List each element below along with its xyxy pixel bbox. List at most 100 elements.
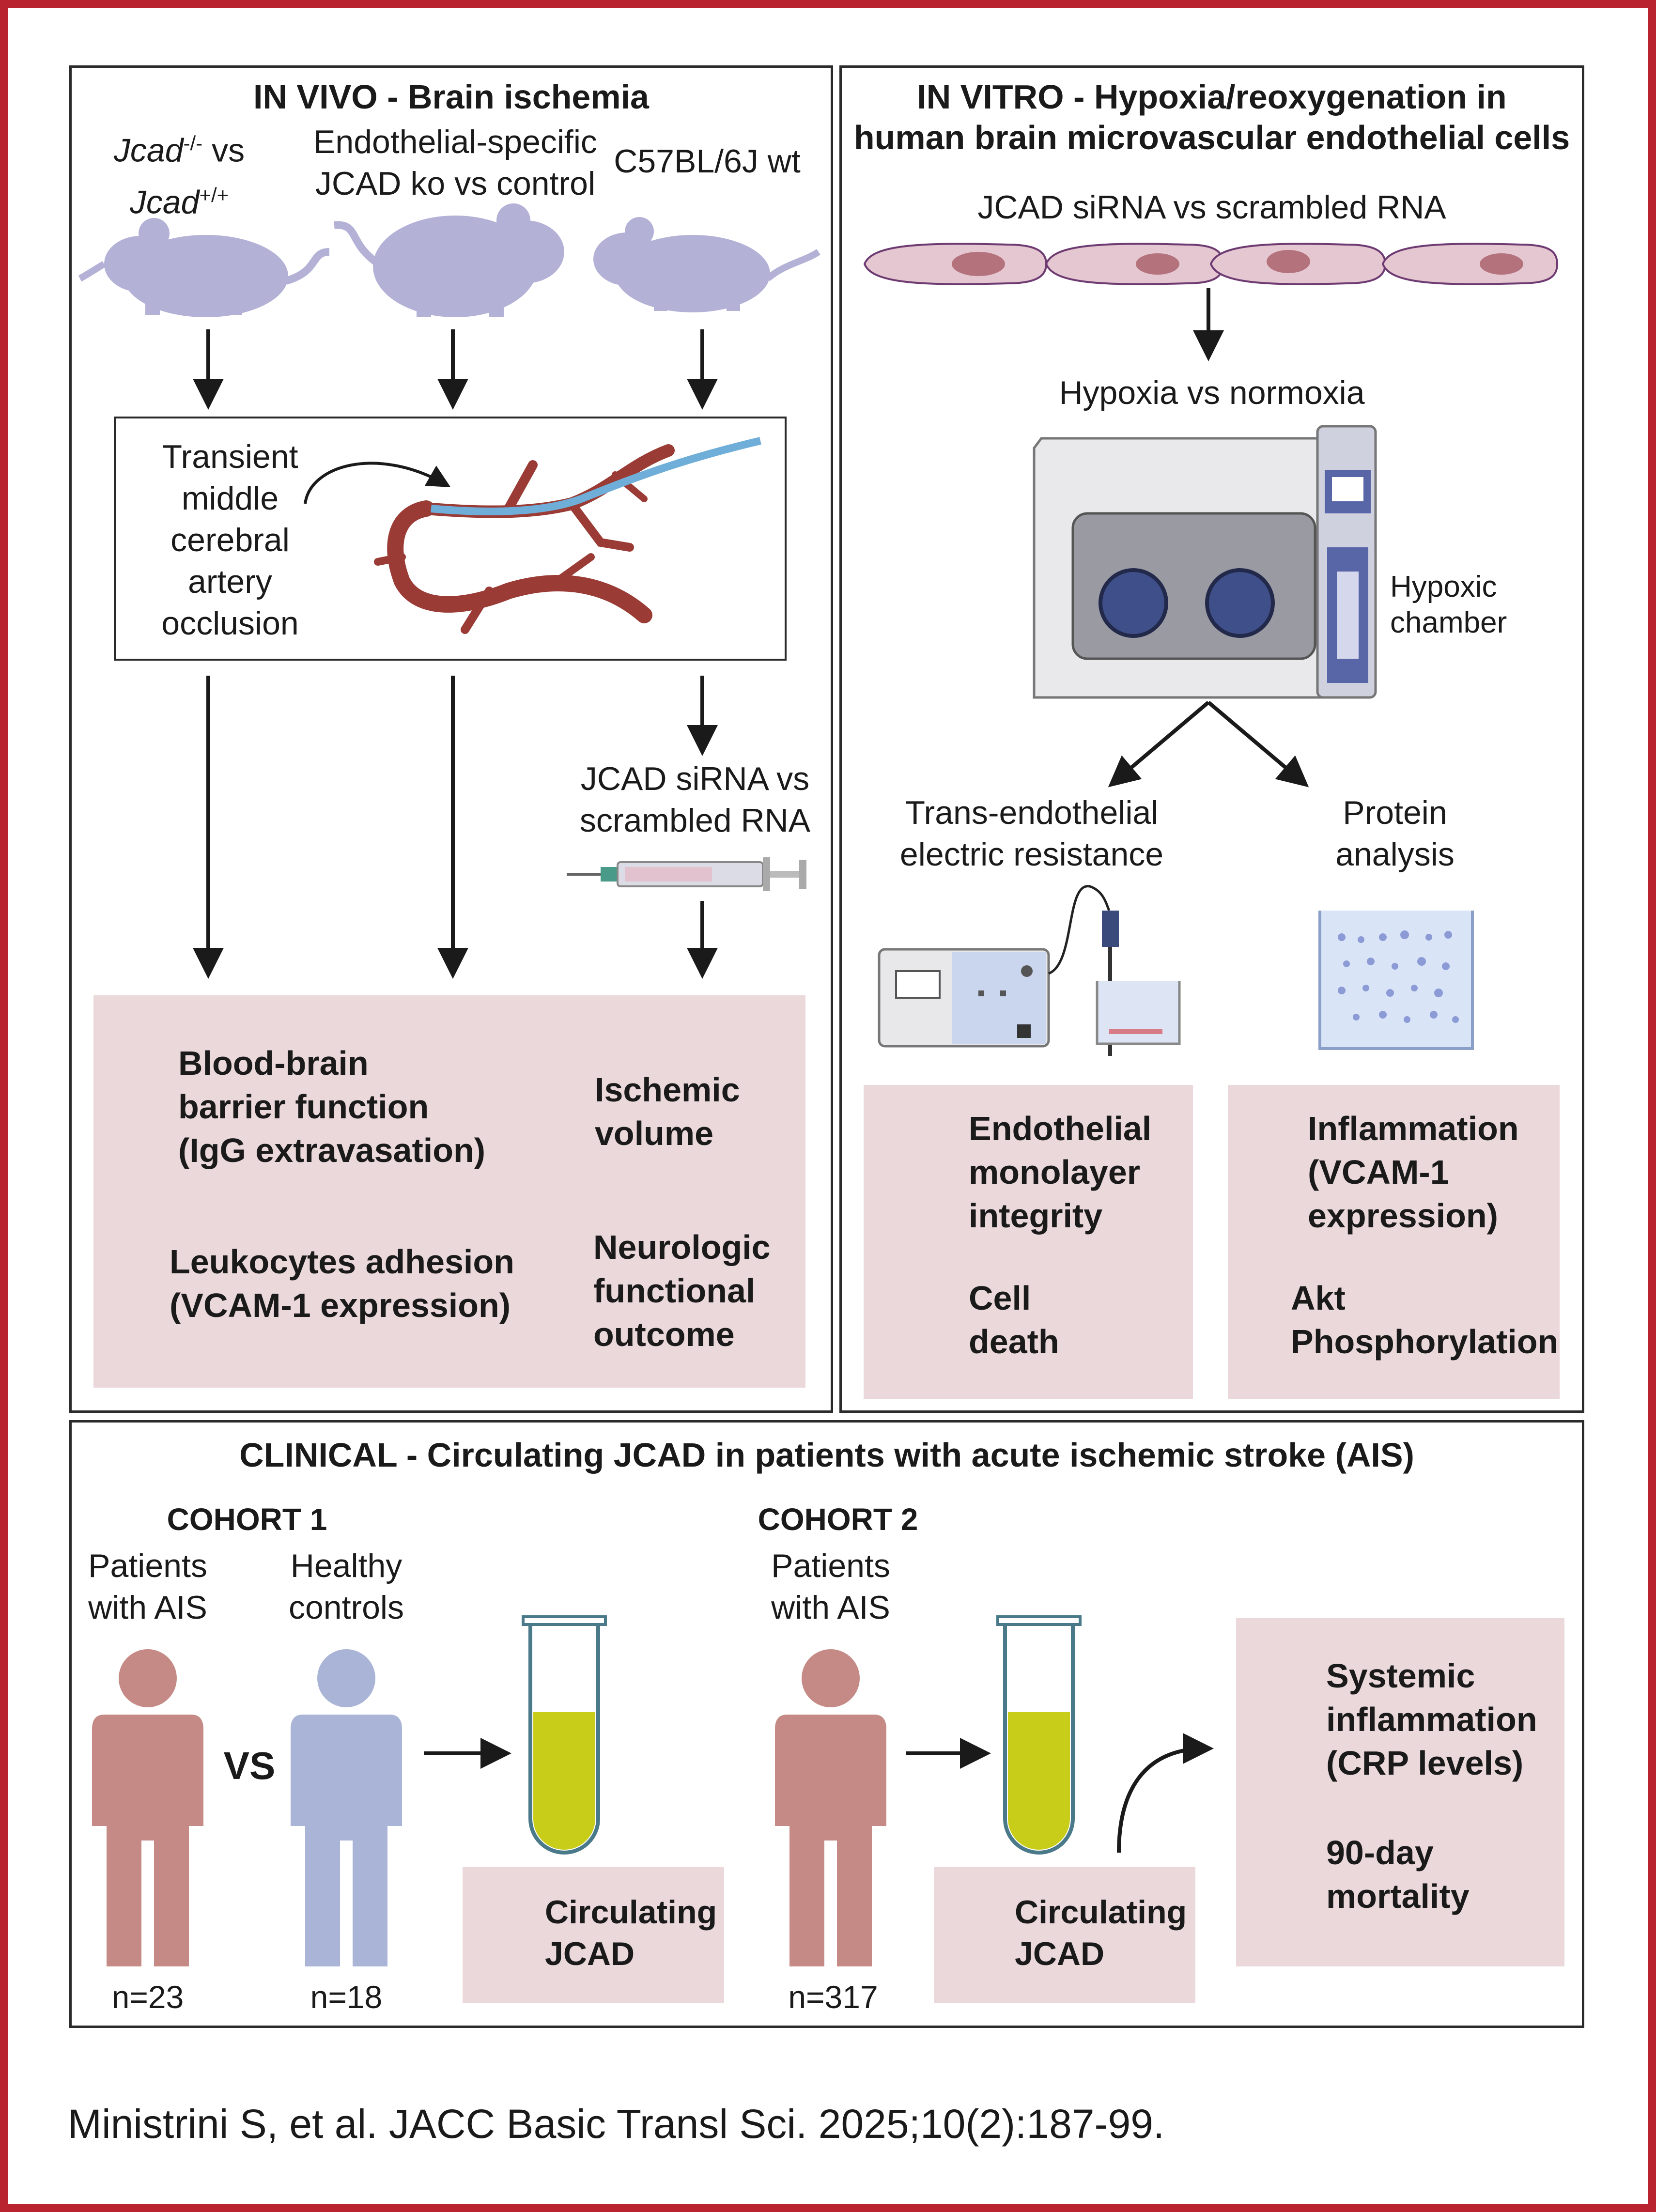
- blood-tube-icon-cohort2: [996, 1615, 1082, 1855]
- cohort2-result-line1: Circulating: [1015, 1894, 1187, 1931]
- clinical-title: CLINICAL - Circulating JCAD in patients …: [239, 1436, 1414, 1474]
- cohort2-patients-line1: Patients: [771, 1547, 890, 1584]
- mcao-line3: cerebral: [170, 522, 290, 558]
- teer-line1: Trans-endothelial: [905, 794, 1159, 831]
- occlusion-filament: [431, 437, 761, 515]
- outcome-inflammation-line3: (CRP levels): [1326, 1744, 1524, 1782]
- cohort1-patients-label: Patients with AIS: [73, 1545, 223, 1628]
- cohort2-outcomes-box: [1236, 1618, 1564, 1966]
- protein-line1: Protein: [1343, 794, 1447, 831]
- group-jcad-ko-sup: -/-: [183, 132, 203, 155]
- outcome-inflammation-line2: inflammation: [1326, 1701, 1537, 1738]
- effect-inflammation: Inflammation (VCAM-1 expression): [1308, 1107, 1519, 1237]
- in-vivo-title: IN VIVO - Brain ischemia: [253, 78, 649, 116]
- group-endothelial-line2: JCAD ko vs control: [315, 165, 596, 202]
- effect-endothelial-line3: integrity: [969, 1197, 1103, 1235]
- cell-nucleus-icons: [952, 250, 1523, 276]
- endothelial-cells-icon: [863, 243, 1559, 285]
- cohort1-label: COHORT 1: [167, 1502, 327, 1537]
- effect-cell-death: Cell death: [969, 1276, 1059, 1363]
- in-vivo-effects-box: [93, 995, 805, 1388]
- in-vivo-flow-arrows: [193, 329, 718, 979]
- protein-line2: analysis: [1335, 836, 1455, 873]
- effect-endothelial-line2: monolayer: [969, 1153, 1140, 1191]
- effect-neurologic-line1: Neurologic: [593, 1228, 771, 1266]
- citation: Ministrini S, et al. JACC Basic Transl S…: [68, 2101, 1165, 2147]
- mouse-icon-knockout: [78, 218, 330, 317]
- mcao-line5: occlusion: [161, 605, 299, 642]
- hypoxic-chamber-label: Hypoxic chamber: [1390, 569, 1531, 641]
- hypoxia-condition-label: Hypoxia vs normoxia: [1059, 374, 1365, 411]
- effect-endothelial-line1: Endothelial: [969, 1110, 1152, 1147]
- cohort1-result-box: [463, 1867, 724, 2003]
- protein-analysis-label: Protein analysis: [1317, 792, 1472, 875]
- in-vitro-effects-box-right: [1228, 1085, 1560, 1399]
- chamber-label-line2: chamber: [1390, 606, 1507, 639]
- cohort2-result-box: [934, 1867, 1195, 2003]
- branch-arrows: [1108, 700, 1309, 788]
- cohort2-result-circulating-jcad: Circulating JCAD: [1015, 1891, 1187, 1975]
- effect-ischemic-line2: volume: [595, 1114, 714, 1152]
- control-figure-icon: [291, 1649, 402, 1966]
- mcao-label: Transient middle cerebral artery occlusi…: [126, 436, 334, 644]
- outcome-90day-mortality: 90-day mortality: [1326, 1831, 1470, 1918]
- effect-leukocyte-line1: Leukocytes adhesion: [170, 1243, 514, 1281]
- group-endothelial-line1: Endothelial-specific: [313, 124, 597, 160]
- effect-bbb-function: Blood-brain barrier function (IgG extrav…: [178, 1041, 485, 1172]
- mcao-procedure-box: [114, 417, 787, 661]
- cohort2-label: COHORT 2: [758, 1502, 918, 1537]
- outcome-systemic-inflammation: Systemic inflammation (CRP levels): [1326, 1654, 1537, 1785]
- mouse-icon-wildtype: [593, 217, 820, 312]
- cohort1-n-controls: n=18: [310, 1979, 383, 2015]
- teer-meter-icon: [878, 885, 1181, 1056]
- group-jcad-ko-vs: vs: [202, 132, 245, 169]
- cohort1-n-patients: n=23: [111, 1979, 184, 2015]
- group-jcad-wt-sup: +/+: [199, 183, 229, 206]
- cohort2-n-patients: n=317: [788, 1979, 878, 2015]
- cohort1-result-circulating-jcad: Circulating JCAD: [545, 1891, 717, 1975]
- cohort1-result-line1: Circulating: [545, 1894, 717, 1931]
- effect-cell-death-line2: death: [969, 1323, 1059, 1361]
- group-jcad-wt-name: Jcad: [129, 184, 200, 221]
- teer-line2: electric resistance: [899, 836, 1164, 873]
- group-endothelial-ko-label: Endothelial-specific JCAD ko vs control: [271, 121, 639, 204]
- effect-bbb-line1: Blood-brain: [178, 1044, 369, 1082]
- curved-arrow: [304, 462, 451, 504]
- group-jcad-ko-name: Jcad: [113, 132, 184, 169]
- cohort1-patients-line2: with AIS: [88, 1589, 207, 1626]
- mcao-line2: middle: [181, 480, 279, 517]
- cohort1-controls-line2: controls: [288, 1589, 404, 1626]
- effect-endothelial-integrity: Endothelial monolayer integrity: [969, 1107, 1151, 1237]
- patient-figure-icon-cohort2: [775, 1649, 886, 1966]
- hypoxic-chamber-icon: [1033, 425, 1377, 699]
- cohort2-result-line2: JCAD: [1015, 1935, 1105, 1972]
- outcome-mortality-line1: 90-day: [1326, 1834, 1434, 1872]
- effect-akt-line1: Akt: [1291, 1279, 1346, 1317]
- outcome-mortality-line2: mortality: [1326, 1877, 1470, 1915]
- effect-leukocyte-line2: (VCAM-1 expression): [170, 1286, 511, 1324]
- in-vitro-title-line1: IN VITRO - Hypoxia/reoxygenation in: [917, 78, 1507, 116]
- effect-neurologic-outcome: Neurologic functional outcome: [593, 1225, 771, 1356]
- cohort1-controls-line1: Healthy: [290, 1547, 402, 1584]
- group-wildtype-label: C57BL/6J wt: [614, 143, 801, 180]
- effect-cell-death-line1: Cell: [969, 1279, 1031, 1317]
- teer-label: Trans-endothelial electric resistance: [862, 792, 1201, 875]
- mcao-line1: Transient: [162, 438, 298, 475]
- effect-inflammation-line3: expression): [1308, 1197, 1498, 1235]
- in-vitro-title: IN VITRO - Hypoxia/reoxygenation in huma…: [839, 77, 1584, 158]
- effect-inflammation-line2: (VCAM-1: [1308, 1153, 1449, 1191]
- mouse-icon-endothelial-ko: [334, 203, 564, 317]
- effect-bbb-line3: (IgG extravasation): [178, 1131, 486, 1169]
- effect-ischemic-line1: Ischemic: [595, 1071, 740, 1109]
- effect-ischemic-volume: Ischemic volume: [595, 1068, 740, 1155]
- cohort2-patients-label: Patients with AIS: [756, 1545, 906, 1628]
- effect-akt-line2: Phosphorylation: [1291, 1323, 1559, 1361]
- mcao-line4: artery: [188, 563, 272, 600]
- in-vivo-treatment-label: JCAD siRNA vs scrambled RNA: [567, 758, 823, 841]
- chamber-label-line1: Hypoxic: [1390, 570, 1497, 603]
- cohort1-vs-label: VS: [223, 1744, 276, 1787]
- effect-akt-phosphorylation: Akt Phosphorylation: [1291, 1276, 1558, 1363]
- cohort1-result-line2: JCAD: [545, 1935, 635, 1972]
